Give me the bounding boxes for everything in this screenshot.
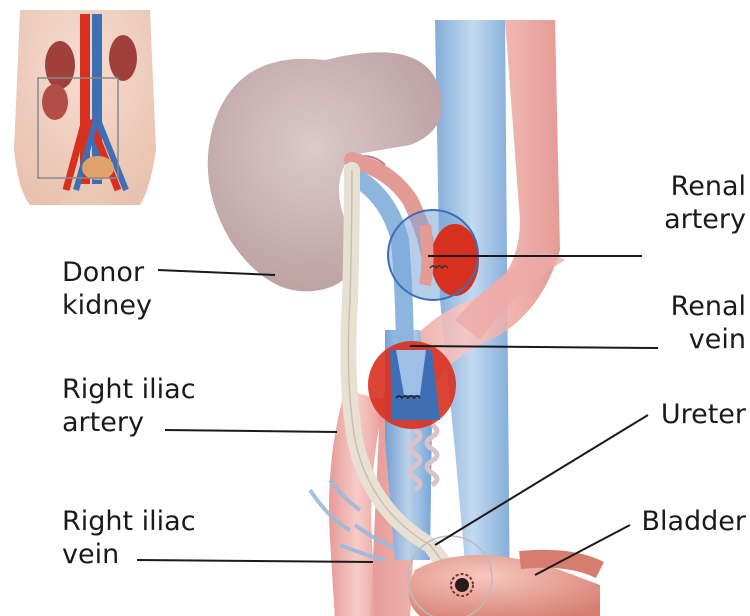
- thumb-kidney-right: [109, 35, 137, 81]
- label-ureter: Ureter: [600, 398, 746, 431]
- label-right-iliac-artery: Right iliac artery: [62, 373, 196, 439]
- label-right-iliac-vein: Right iliac vein: [62, 505, 196, 571]
- label-bladder: Bladder: [600, 505, 746, 538]
- label-donor-kidney: Donor kidney: [62, 256, 152, 322]
- body-thumbnail: [14, 10, 156, 205]
- thumb-kidney-left: [45, 41, 75, 89]
- thumb-donor-kidney: [42, 84, 68, 120]
- thumb-bladder: [82, 156, 114, 180]
- vein-anastomosis-inset: [368, 341, 456, 429]
- label-renal-artery: Renal artery: [640, 170, 746, 236]
- label-renal-vein: Renal vein: [640, 290, 746, 356]
